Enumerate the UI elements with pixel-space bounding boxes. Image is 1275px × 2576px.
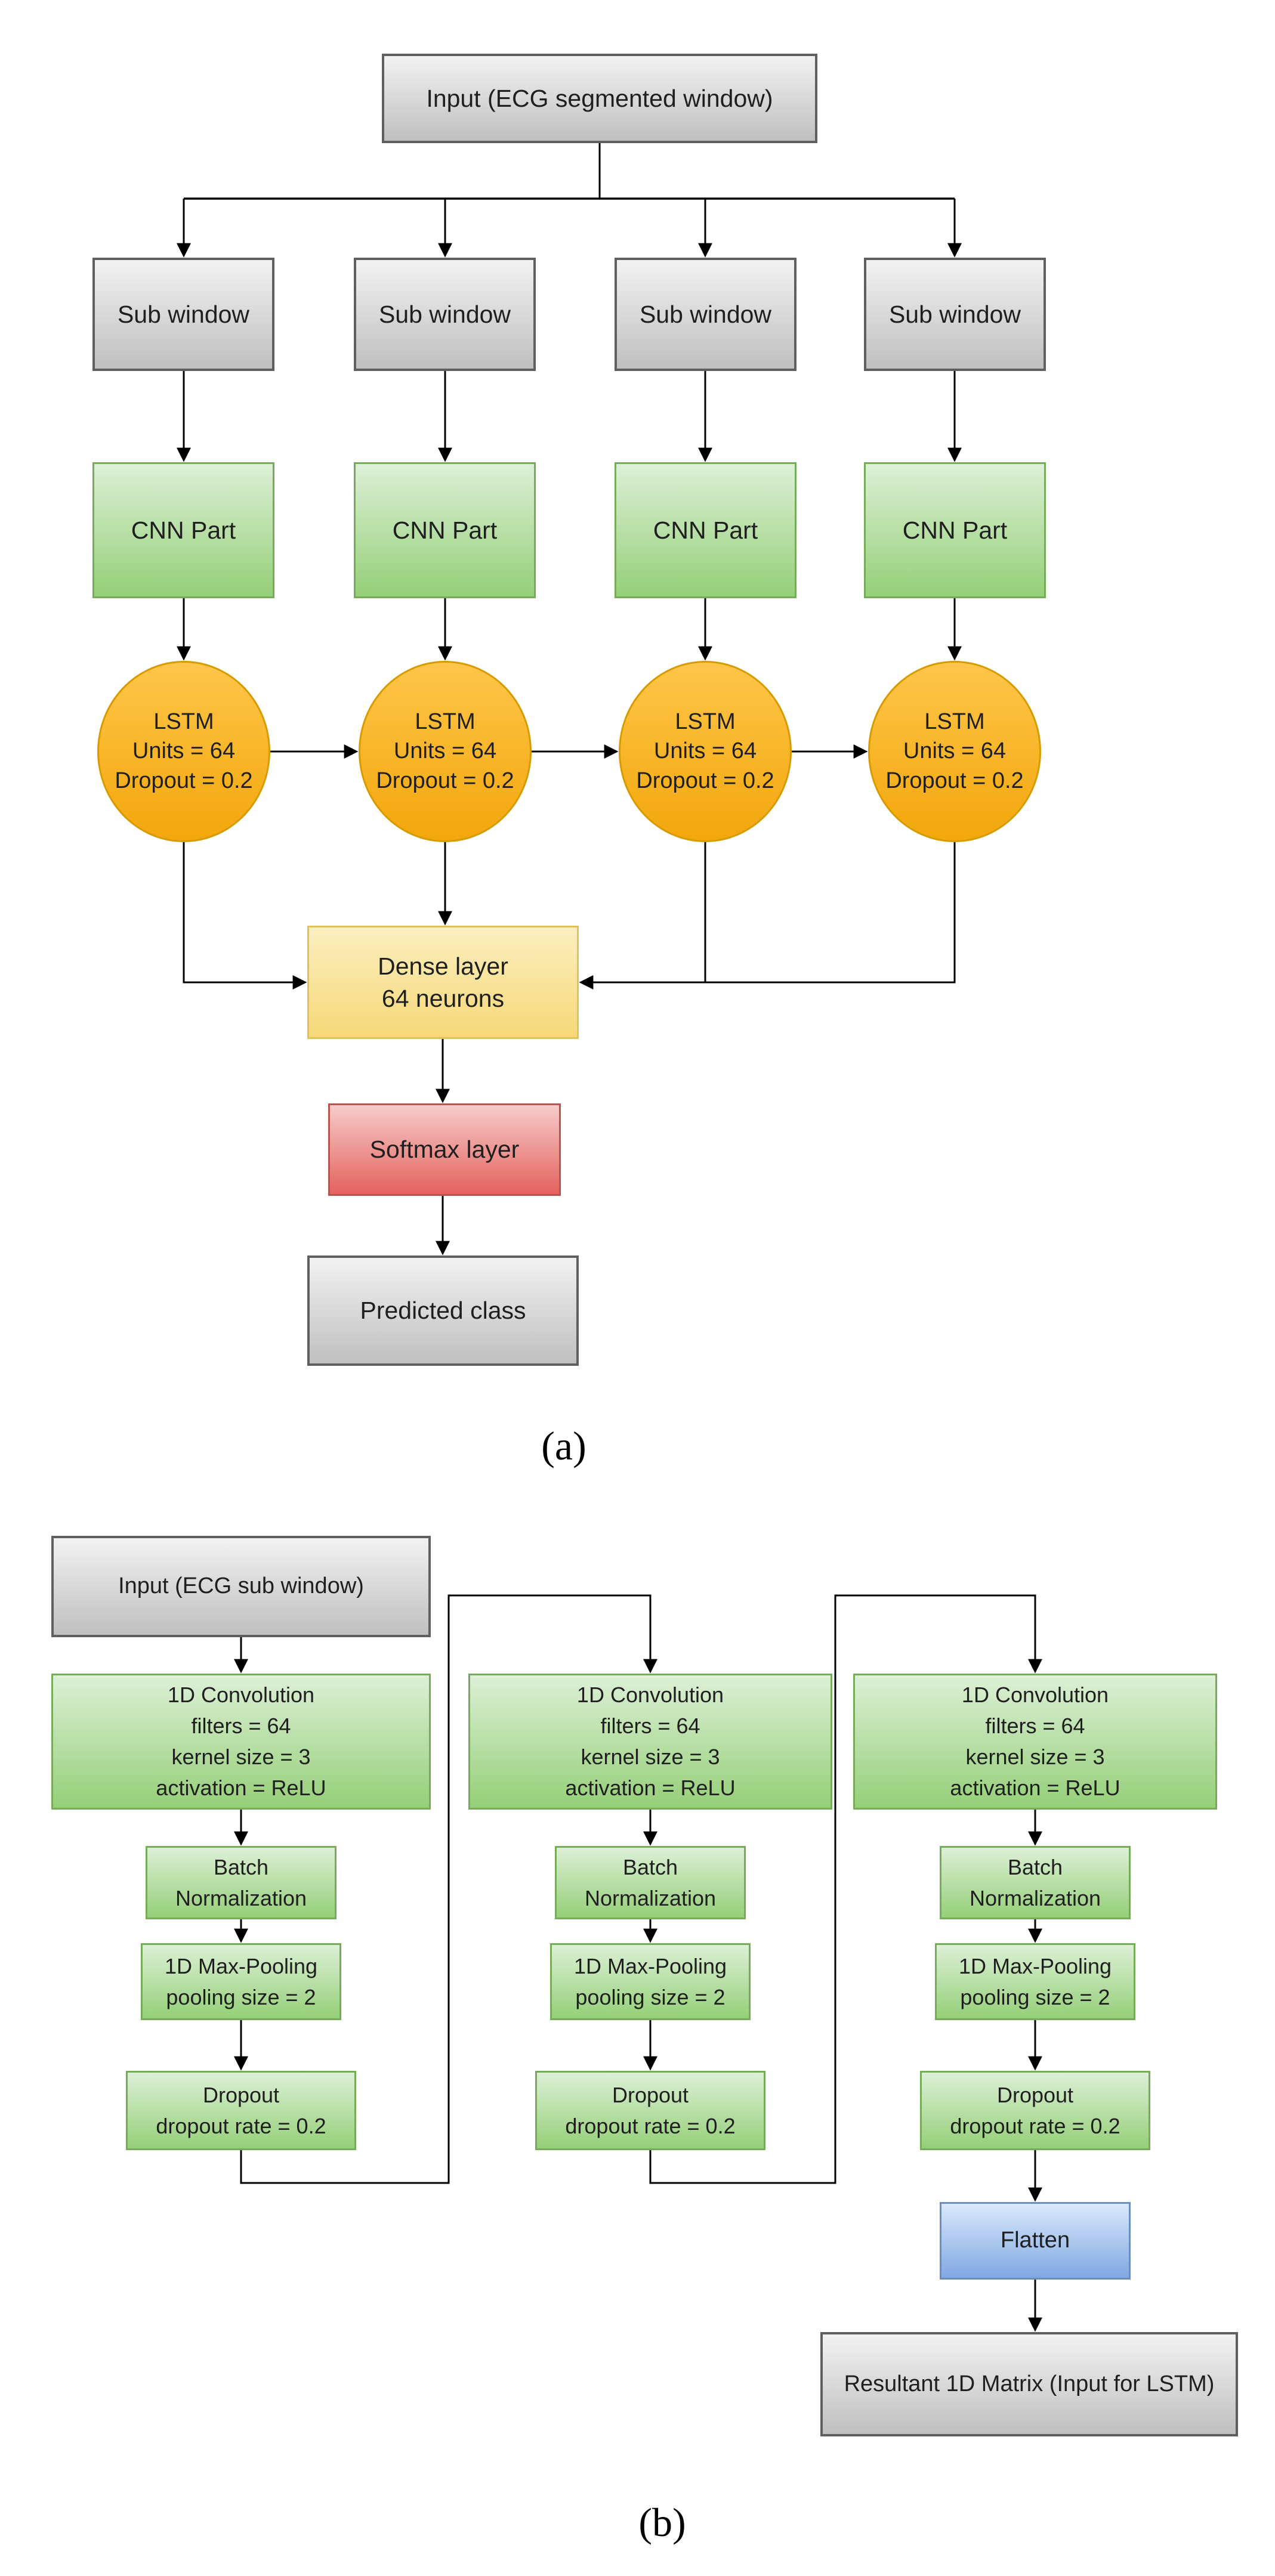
connector-lstm1-to-dense (183, 842, 307, 989)
lstm-label-line: Units = 64 (653, 738, 757, 764)
cnn-part-box-1: CNN Part (92, 462, 274, 598)
dropout-label-line: Dropout (612, 2082, 689, 2107)
conv1d-label-line: activation = ReLU (950, 1775, 1120, 1800)
softmax-layer-label: Softmax layer (369, 1136, 520, 1164)
sub-window-box-2: Sub window (354, 258, 536, 371)
batch-norm-label-line: Batch (622, 1854, 678, 1879)
sub-window-box-1: Sub window (92, 258, 274, 371)
max-pooling-box-1: 1D Max-Pooling pooling size = 2 (141, 1943, 341, 2020)
batch-norm-label-line: Normalization (584, 1885, 717, 1910)
lstm-label-line: LSTM (415, 709, 476, 734)
dropout-box-3: Dropout dropout rate = 0.2 (920, 2071, 1150, 2150)
batch-norm-label-line: Batch (1007, 1854, 1063, 1879)
lstm-label-line: Units = 64 (132, 738, 236, 764)
sub-window-label: Sub window (378, 300, 511, 328)
sub-window-box-3: Sub window (615, 258, 797, 371)
sub-window-label: Sub window (117, 300, 250, 328)
predicted-class-label: Predicted class (360, 1297, 526, 1325)
conv1d-label-line: filters = 64 (600, 1714, 700, 1739)
conv1d-label-line: 1D Convolution (167, 1683, 315, 1708)
input-ecg-segmented-window-label: Input (ECG segmented window) (426, 84, 773, 112)
cnn-part-box-2: CNN Part (354, 462, 536, 598)
batch-norm-box-2: Batch Normalization (555, 1846, 746, 1919)
input-ecg-segmented-window-box: Input (ECG segmented window) (382, 54, 817, 143)
input-ecg-sub-window-box: Input (ECG sub window) (51, 1536, 431, 1637)
max-pooling-label-line: pooling size = 2 (575, 1984, 726, 2009)
resultant-matrix-label: Resultant 1D Matrix (Input for LSTM) (844, 2371, 1215, 2396)
lstm-label-line: Dropout = 0.2 (636, 768, 774, 793)
cnn-part-label: CNN Part (902, 516, 1008, 544)
conv1d-label-line: kernel size = 3 (965, 1745, 1105, 1769)
lstm-label-line: Units = 64 (903, 738, 1007, 764)
cnn-part-label: CNN Part (392, 516, 498, 544)
cnn-part-label: CNN Part (131, 516, 236, 544)
dropout-label-line: dropout rate = 0.2 (950, 2113, 1120, 2138)
conv1d-label-line: 1D Convolution (961, 1683, 1109, 1708)
conv1d-label-line: filters = 64 (985, 1714, 1085, 1739)
dropout-label-line: dropout rate = 0.2 (565, 2113, 736, 2138)
dense-layer-label-line: Dense layer (378, 952, 508, 980)
max-pooling-label-line: 1D Max-Pooling (958, 1953, 1112, 1978)
caption-b: (b) (638, 2500, 686, 2545)
flatten-box: Flatten (940, 2202, 1131, 2280)
lstm-label-line: Dropout = 0.2 (115, 768, 253, 793)
conv1d-box-1: 1D Convolution filters = 64 kernel size … (51, 1674, 431, 1810)
batch-norm-box-3: Batch Normalization (940, 1846, 1131, 1919)
batch-norm-label-line: Normalization (175, 1885, 307, 1910)
lstm-label-line: LSTM (924, 709, 985, 734)
lstm-node-1: LSTM Units = 64 Dropout = 0.2 (97, 661, 270, 842)
flatten-label: Flatten (1000, 2228, 1070, 2253)
conv1d-label-line: activation = ReLU (565, 1775, 736, 1800)
dropout-label-line: Dropout (996, 2082, 1074, 2107)
caption-a: (a) (541, 1423, 586, 1468)
sub-window-box-4: Sub window (864, 258, 1046, 371)
lstm-node-2: LSTM Units = 64 Dropout = 0.2 (359, 661, 532, 842)
batch-norm-label-line: Batch (213, 1854, 269, 1879)
max-pooling-box-2: 1D Max-Pooling pooling size = 2 (550, 1943, 751, 2020)
max-pooling-label-line: 1D Max-Pooling (164, 1953, 318, 1978)
dropout-label-line: dropout rate = 0.2 (156, 2113, 326, 2138)
batch-norm-label-line: Normalization (969, 1885, 1101, 1910)
predicted-class-box: Predicted class (307, 1255, 579, 1366)
dense-layer-label-line: 64 neurons (381, 985, 505, 1012)
cnn-part-label: CNN Part (653, 516, 758, 544)
lstm-label-line: Dropout = 0.2 (885, 768, 1024, 793)
max-pooling-box-3: 1D Max-Pooling pooling size = 2 (935, 1943, 1135, 2020)
sub-window-label: Sub window (639, 300, 772, 328)
lstm-node-4: LSTM Units = 64 Dropout = 0.2 (868, 661, 1041, 842)
connector-dropout2-to-conv3-loop (649, 1594, 1042, 2184)
conv1d-label-line: activation = ReLU (156, 1775, 326, 1800)
conv1d-box-3: 1D Convolution filters = 64 kernel size … (853, 1674, 1217, 1810)
dropout-box-2: Dropout dropout rate = 0.2 (535, 2071, 765, 2150)
conv1d-box-2: 1D Convolution filters = 64 kernel size … (468, 1674, 832, 1810)
conv1d-label-line: kernel size = 3 (581, 1745, 720, 1769)
batch-norm-box-1: Batch Normalization (146, 1846, 336, 1919)
softmax-layer-box: Softmax layer (328, 1103, 561, 1196)
lstm-label-line: Dropout = 0.2 (376, 768, 514, 793)
lstm-label-line: LSTM (675, 709, 736, 734)
lstm-node-3: LSTM Units = 64 Dropout = 0.2 (619, 661, 792, 842)
connector-lstm4-to-dense (579, 842, 956, 989)
lstm-label-line: LSTM (153, 709, 214, 734)
conv1d-label-line: kernel size = 3 (171, 1745, 311, 1769)
max-pooling-label-line: pooling size = 2 (960, 1984, 1110, 2009)
connector-dropout1-to-conv2-loop (240, 1594, 657, 2184)
cnn-part-box-3: CNN Part (615, 462, 797, 598)
max-pooling-label-line: 1D Max-Pooling (573, 1953, 727, 1978)
max-pooling-label-line: pooling size = 2 (166, 1984, 316, 2009)
resultant-matrix-box: Resultant 1D Matrix (Input for LSTM) (820, 2332, 1238, 2436)
input-ecg-sub-window-label: Input (ECG sub window) (118, 1573, 364, 1599)
dropout-label-line: Dropout (202, 2082, 280, 2107)
dropout-box-1: Dropout dropout rate = 0.2 (126, 2071, 356, 2150)
sub-window-label: Sub window (888, 300, 1021, 328)
dense-layer-box: Dense layer 64 neurons (307, 926, 579, 1039)
conv1d-label-line: filters = 64 (191, 1714, 291, 1739)
conv1d-label-line: 1D Convolution (576, 1683, 724, 1708)
lstm-label-line: Units = 64 (393, 738, 497, 764)
cnn-part-box-4: CNN Part (864, 462, 1046, 598)
